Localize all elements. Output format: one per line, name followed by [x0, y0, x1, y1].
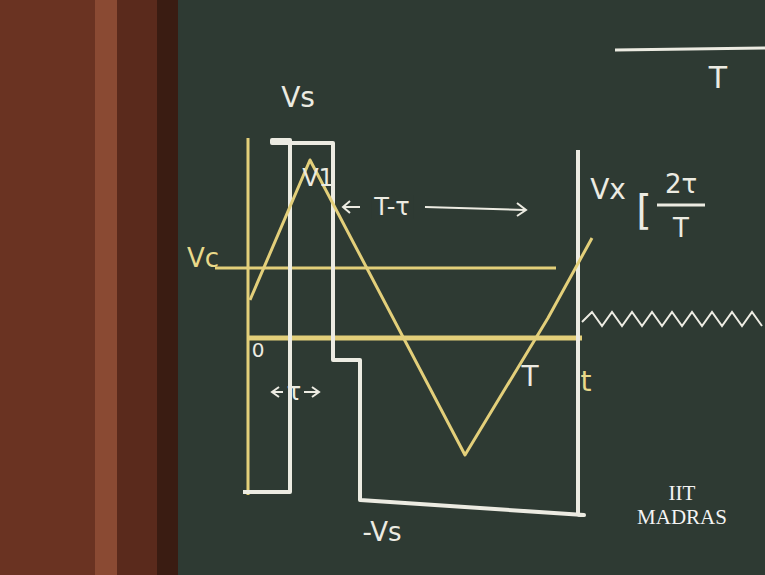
period-label: T: [709, 63, 727, 93]
interval-label: τ: [287, 380, 301, 404]
fraction-numerator: 2τ: [665, 171, 697, 197]
amplitude-label: -Vs: [362, 519, 401, 545]
interval-label: T-τ: [371, 195, 413, 219]
peak-label: V1: [302, 166, 334, 190]
bracket-symbol: [: [636, 190, 652, 230]
amplitude-label: Vs: [281, 84, 315, 112]
fraction-denominator: T: [673, 215, 689, 241]
axis-label: t: [581, 368, 592, 396]
period-label: T: [521, 363, 538, 391]
origin-label: 0: [252, 340, 265, 360]
control-voltage-label: Vc: [187, 245, 219, 271]
output-label: Vx: [590, 176, 626, 204]
watermark: IIT MADRAS: [627, 481, 737, 529]
